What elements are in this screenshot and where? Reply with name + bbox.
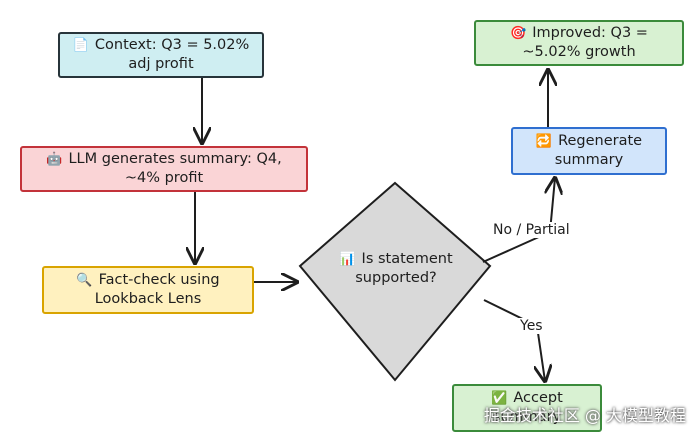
decision-diamond	[298, 181, 492, 382]
decision-label-wrapper: 📊Is statement supported?	[330, 250, 462, 288]
node-fact-check: 🔍Fact-check using Lookback Lens	[42, 266, 254, 314]
magnifier-icon: 🔍	[76, 273, 93, 288]
target-icon: 🎯	[510, 26, 527, 41]
robot-icon: 🤖	[46, 152, 63, 167]
node-context: 📄 Context: Q3 = 5.02% adj profit	[58, 32, 264, 78]
node-improved: 🎯Improved: Q3 = ~5.02% growth	[474, 20, 684, 66]
document-icon: 📄	[72, 38, 89, 53]
decision-label: Is statement supported?	[355, 251, 453, 286]
node-llm-generates-summary: 🤖 LLM generates summary: Q4, ~4% profit	[20, 146, 308, 192]
node-accept: ✅Accept summary	[452, 384, 602, 432]
watermark: 掘金技术社区 @ 大模型教程	[483, 406, 686, 425]
node-context-label: Context: Q3 = 5.02% adj profit	[94, 37, 250, 72]
chart-icon: 📊	[339, 252, 356, 267]
checkmark-icon: ✅	[491, 391, 508, 406]
edge-label-no-partial: No / Partial	[491, 222, 572, 238]
repeat-icon: 🔁	[535, 134, 553, 149]
node-llm-label: LLM generates summary: Q4, ~4% profit	[68, 151, 282, 186]
node-accept-label: Accept summary	[492, 390, 563, 425]
node-regenerate: 🔁Regenerate summary	[511, 127, 667, 175]
arrow-decision-to-accept	[483, 299, 545, 381]
node-factcheck-label: Fact-check using Lookback Lens	[94, 272, 220, 307]
node-improved-label: Improved: Q3 = ~5.02% growth	[522, 25, 648, 60]
arrow-decision-to-regenerate	[482, 178, 555, 263]
edge-label-yes: Yes	[518, 318, 545, 334]
node-regenerate-label: Regenerate summary	[554, 133, 643, 168]
